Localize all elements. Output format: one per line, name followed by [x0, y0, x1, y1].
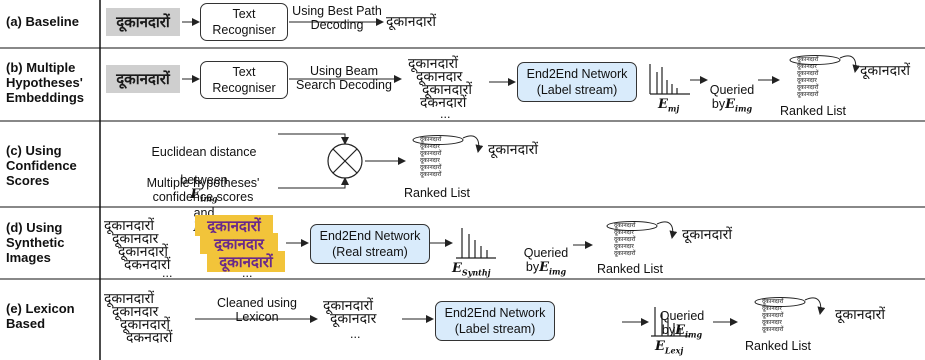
- queried-by-text-e: Queried by: [659, 309, 705, 337]
- ranked-item-4-e: दूकानदार: [762, 319, 782, 326]
- ranked-item-3-c: दूकानदारों: [420, 150, 442, 157]
- hypothesis-4-d: दकनदारों: [124, 257, 171, 273]
- embedding-e-b: E: [658, 97, 668, 112]
- ranked-item-5-d: दूकानदारों: [614, 250, 636, 257]
- synthetic-image-3: दूकानदारों: [207, 251, 285, 272]
- ellipsis-d2: ...: [242, 266, 253, 280]
- euclidean-line1: Euclidean distance: [151, 145, 257, 159]
- queried-by-block-e: Queried byEimg: [654, 295, 710, 342]
- row-label-synthetic-images: (d) Using Synthetic Images: [6, 220, 65, 265]
- combine-operator-icon: [327, 143, 363, 179]
- ranked-item-2-b: दूकानदार: [797, 63, 817, 70]
- best-path-decoding-label: Using Best Path Decoding: [292, 4, 382, 32]
- hypothesis-4-e: दकनदारों: [126, 330, 173, 346]
- embedding-sub-b: mj: [667, 103, 680, 114]
- embedding-bars-d: [456, 228, 496, 259]
- embedding-bars-b: [649, 64, 690, 95]
- ellipsis-b: ...: [440, 107, 451, 121]
- ranked-item-3-e: दूकानदारों: [762, 312, 784, 319]
- ellipsis-e: ...: [350, 327, 361, 341]
- ranked-item-1-b: दूकानदारों: [797, 56, 819, 63]
- confidence-scores-label: Multiple hypotheses' confidence scores: [146, 176, 260, 204]
- ranked-list-label-d: Ranked List: [597, 262, 664, 276]
- embedding-label-e: ELexj: [655, 339, 683, 356]
- ranked-item-3-b: दूकानदारों: [797, 70, 819, 77]
- hypothesis-3-b: दूकानदारों: [422, 82, 472, 98]
- ranked-item-5-b: दूकानदारों: [797, 84, 819, 91]
- text-recogniser-box-a: Text Recogniser: [200, 3, 288, 41]
- ranked-item-2-d: दूकानदार: [614, 229, 634, 236]
- output-word-e: दूकानदारों: [835, 307, 885, 323]
- e-img-label-e: Eimg: [675, 323, 703, 340]
- lexicon-word-1-e: दूकानदारों: [323, 298, 373, 314]
- output-word-a: दूकानदारों: [386, 14, 436, 30]
- hypothesis-3-e: दूकानदारों: [120, 317, 170, 333]
- end2end-real-stream-box-d: End2End Network (Real stream): [310, 224, 430, 264]
- ellipsis-d1: ...: [162, 266, 173, 280]
- ranked-item-6-b: दूकानदारों: [797, 91, 819, 98]
- ranked-list-label-e: Ranked List: [745, 339, 812, 353]
- ranked-item-3-d: दूकानदारों: [614, 236, 636, 243]
- hypothesis-4-b: दकनदारों: [420, 95, 467, 111]
- word-image-input-a: दूकानदारों: [106, 8, 180, 36]
- ranked-item-1-d: दूकानदारों: [614, 222, 636, 229]
- ranked-item-4-b: दूकानदार: [797, 77, 817, 84]
- ranked-list-label-c: Ranked List: [404, 186, 471, 200]
- ranked-item-5-c: दूकानदारों: [420, 164, 442, 171]
- word-image-input-b: दूकानदारों: [106, 65, 180, 93]
- embedding-sub-e: Lexj: [664, 345, 684, 356]
- ranked-item-4-d: दूकानदार: [614, 243, 634, 250]
- lexicon-word-2-e: दूकानदार: [330, 311, 377, 327]
- ranked-item-6-c: दूकानदारों: [420, 171, 442, 178]
- euclidean-between: between: [180, 173, 228, 187]
- hypothesis-1-e: दूकानदारों: [104, 291, 154, 307]
- embedding-label-b: Emj: [658, 97, 679, 114]
- end2end-label-stream-box-e: End2End Network (Label stream): [435, 301, 555, 341]
- synthetic-image-1: दूकानदारों: [195, 215, 273, 236]
- embedding-bars-e: [651, 307, 690, 337]
- ranked-list-label-b: Ranked List: [780, 104, 847, 118]
- ranked-item-2-c: दूकानदार: [420, 143, 440, 150]
- hypothesis-1-b: दूकानदारों: [408, 56, 458, 72]
- beam-search-decoding-label: Using Beam Search Decoding: [296, 64, 392, 92]
- output-word-d: दूकानदारों: [682, 227, 732, 243]
- cleaned-lexicon-label: Cleaned using Lexicon: [217, 296, 297, 324]
- queried-by-text-d: Queried by: [523, 246, 569, 274]
- queried-by-label-b: Queried byEimg: [706, 69, 758, 116]
- embedding-e-e: E: [655, 339, 665, 354]
- embedding-label-d: ESynthj: [452, 261, 491, 278]
- embedding-e-d: E: [452, 261, 462, 276]
- embedding-sub-d: Synthj: [461, 267, 491, 278]
- row-label-baseline: (a) Baseline: [6, 14, 79, 29]
- ranked-item-2-e: दूकानदार: [762, 305, 782, 312]
- hypothesis-2-b: दूकानदार: [416, 69, 463, 85]
- ranked-item-5-e: दूकानदारों: [762, 326, 784, 333]
- output-word-b: दूकानदारों: [860, 63, 910, 79]
- row-label-confidence-scores: (c) Using Confidence Scores: [6, 143, 77, 188]
- ranked-item-1-c: दूकानदारों: [420, 136, 442, 143]
- end2end-label-stream-box-b: End2End Network (Label stream): [517, 62, 637, 102]
- output-word-c: दूकानदारों: [488, 142, 538, 158]
- text-recogniser-box-b: Text Recogniser: [200, 61, 288, 99]
- hypothesis-1-d: दूकानदारों: [104, 218, 154, 234]
- ranked-item-4-c: दूकानदार: [420, 157, 440, 164]
- e-img-label-d: Eimg: [539, 260, 567, 277]
- ranked-item-1-e: दूकानदारों: [762, 298, 784, 305]
- synthetic-image-2: दूकानदार: [200, 233, 278, 254]
- queried-by-label-d: Queried byEimg: [518, 232, 574, 279]
- queried-by-text-b: Queried by: [709, 83, 755, 111]
- hypothesis-2-e: दूकानदार: [112, 304, 159, 320]
- row-label-multiple-hypotheses: (b) Multiple Hypotheses' Embeddings: [6, 60, 85, 105]
- hypothesis-2-d: दूकानदार: [112, 231, 159, 247]
- e-img-label-c: Eimg: [190, 187, 218, 204]
- row-label-lexicon-based: (e) Lexicon Based: [6, 301, 75, 331]
- hypothesis-3-d: दूकानदारों: [118, 244, 168, 260]
- e-img-label-b: Eimg: [725, 97, 753, 114]
